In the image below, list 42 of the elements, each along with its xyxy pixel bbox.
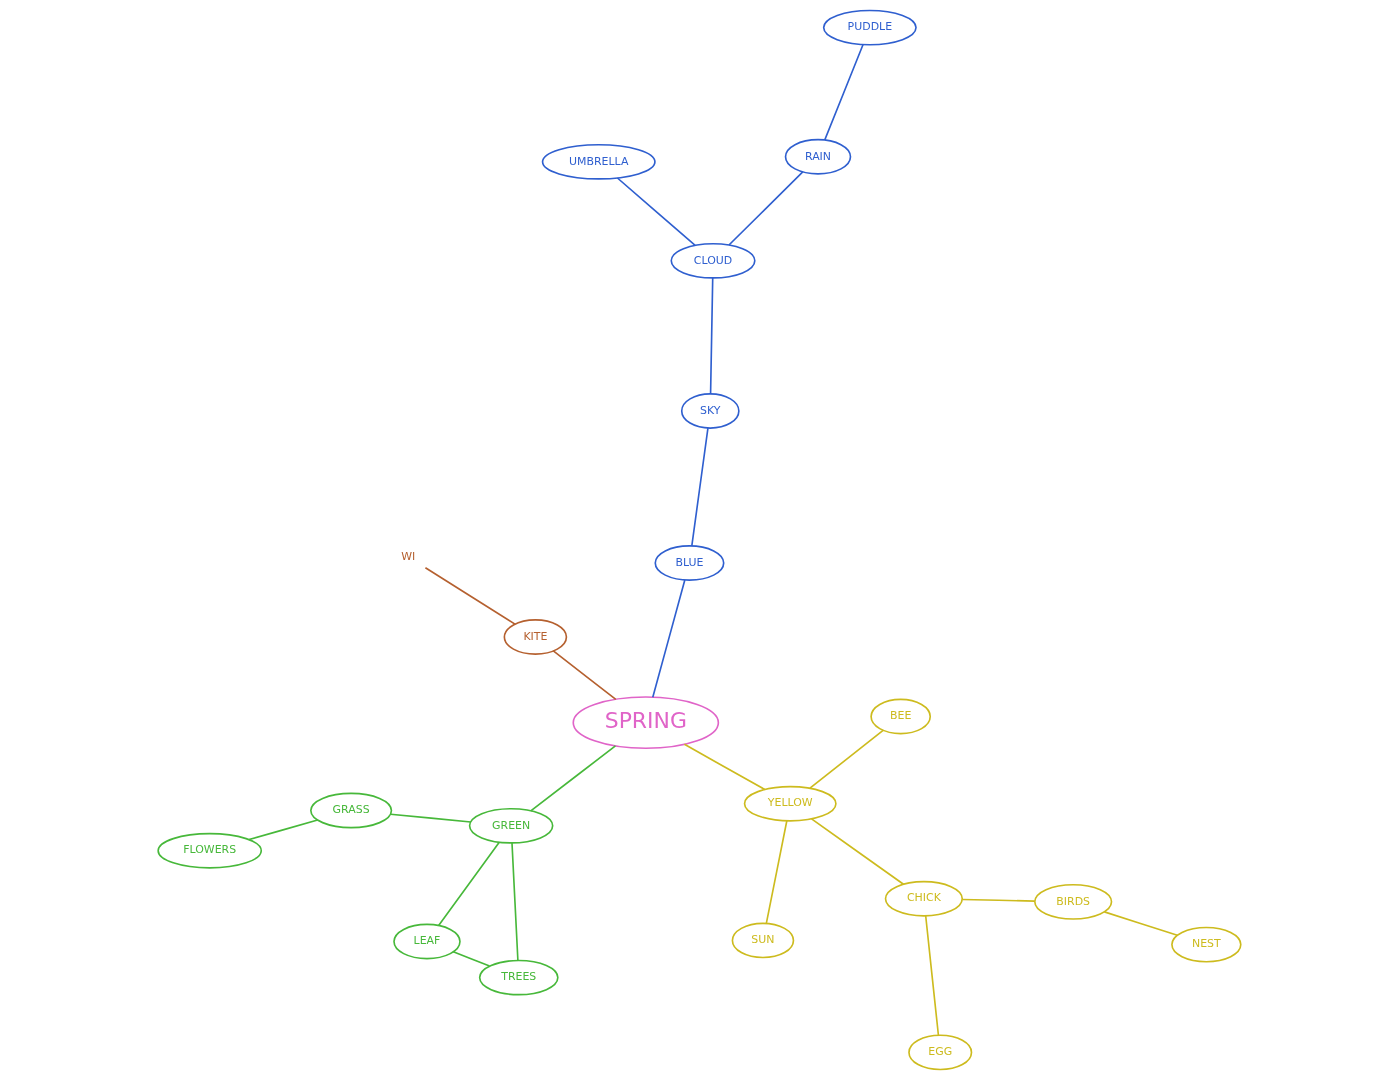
connector	[961, 898, 1036, 902]
node-ellipse: NEST	[1170, 926, 1242, 963]
connector	[616, 177, 696, 247]
connector	[424, 566, 516, 625]
node-ellipse: LEAF	[392, 923, 461, 960]
connector	[529, 745, 616, 812]
connector	[709, 277, 714, 395]
connector	[1103, 911, 1178, 937]
node-ellipse: EGG	[907, 1034, 972, 1071]
connector	[765, 819, 788, 925]
connector	[683, 743, 766, 791]
node-ellipse: UMBRELLA	[541, 143, 656, 180]
connector	[823, 43, 864, 141]
node-ellipse: PUDDLE	[822, 9, 917, 46]
node-ellipse: GREEN	[468, 807, 553, 844]
node-ellipse: FLOWERS	[156, 832, 262, 869]
node-ellipse: SKY	[680, 393, 740, 429]
node-ellipse: YELLOW	[743, 785, 837, 822]
node-ellipse: CLOUD	[669, 242, 756, 279]
connector	[389, 813, 472, 823]
connector	[552, 650, 617, 701]
node-ellipse: TREES	[478, 959, 559, 996]
node-ellipse: SPRING	[571, 696, 719, 750]
node-ellipse: BIRDS	[1033, 883, 1112, 920]
node-ellipse: KITE	[503, 619, 567, 655]
connector	[808, 729, 884, 789]
node-ellipse: RAIN	[784, 138, 851, 175]
node-ellipse: BLUE	[653, 545, 724, 581]
connector	[651, 579, 686, 698]
connector	[451, 951, 490, 967]
node-text: WI	[400, 549, 415, 563]
node-ellipse: SUN	[731, 922, 794, 959]
connector	[437, 841, 500, 927]
connector	[924, 914, 939, 1037]
node-ellipse: GRASS	[309, 792, 392, 829]
connector	[727, 171, 804, 246]
connector	[690, 427, 709, 547]
connector	[510, 842, 519, 962]
node-ellipse: BEE	[869, 698, 931, 735]
connector	[810, 818, 904, 886]
connector	[247, 819, 318, 841]
node-ellipse: CHICK	[884, 880, 963, 917]
